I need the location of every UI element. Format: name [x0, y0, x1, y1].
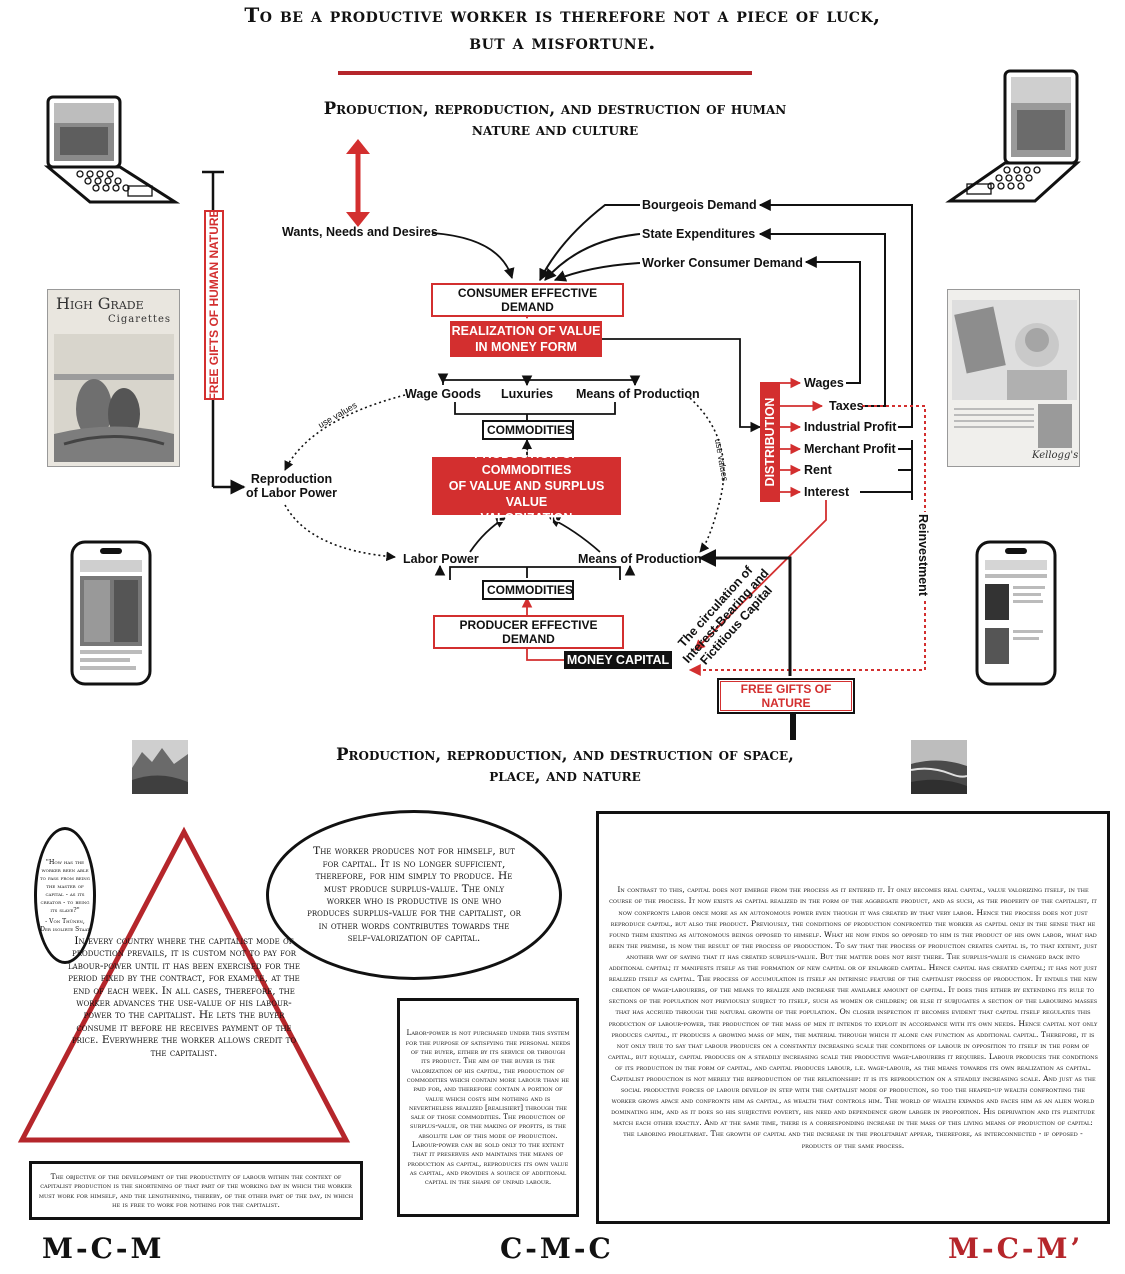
wages-label: Wages: [804, 376, 844, 390]
title-line-2: but a misfortune.: [469, 30, 656, 54]
commodities-bottom-box: COMMODITIES: [482, 580, 574, 600]
free-gifts-human-nature-label: FREE GIFTS OF HUMAN NATURE: [207, 209, 221, 401]
reproduction-line-1: Reproduction: [250, 472, 333, 486]
big-oval-quote: The worker produces not for himself, but…: [266, 810, 562, 980]
formula-mcm: M-C-M: [42, 1232, 165, 1265]
middle-quote-box: Labor-power is not purchased under this …: [397, 998, 579, 1217]
rent-label: Rent: [804, 463, 832, 477]
reinvestment-label: Reinvestment: [915, 512, 930, 598]
poster-illustration: [54, 334, 174, 462]
triangle-quote-text: In every country where the capitalist mo…: [68, 935, 300, 1059]
means-of-production-top-label: Means of Production: [576, 387, 700, 401]
wants-needs-label: Wants, Needs and Desires: [282, 225, 438, 239]
human-nature-double-arrow: [346, 139, 370, 227]
small-oval-quote-text: "How has the worker been able to pass fr…: [40, 857, 90, 914]
phone-right-image: [975, 540, 1057, 686]
distribution-label: DISTRIBUTION: [763, 397, 777, 487]
triangle-frame: [17, 826, 351, 1143]
money-capital-box: MONEY CAPITAL: [564, 651, 672, 669]
reproduction-line-2: of Labor Power: [246, 486, 337, 500]
means-of-production-bottom-label: Means of Production: [578, 552, 702, 566]
merchant-profit-label: Merchant Profit: [804, 442, 896, 456]
realization-line-2: IN MONEY FORM: [475, 340, 577, 354]
title-divider: [338, 71, 752, 75]
cigarettes-poster-image: High Grade Cigarettes: [47, 289, 180, 467]
bottom-subhead: Production, reproduction, and destructio…: [240, 744, 890, 786]
industrial-profit-label: Industrial Profit: [804, 420, 897, 434]
bottom-subhead-line-2: place, and nature: [489, 766, 641, 785]
poster-title: High Grade: [56, 294, 144, 313]
distribution-box: DISTRIBUTION: [760, 382, 780, 502]
page-title: To be a productive worker is therefore n…: [60, 2, 1065, 56]
ad-photo: [952, 300, 1077, 400]
producer-effective-demand-box: PRODUCER EFFECTIVE DEMAND: [433, 615, 624, 649]
commodities-top-box: COMMODITIES: [482, 420, 574, 440]
wage-goods-label: Wage Goods: [405, 387, 481, 401]
free-gifts-nature-label: FREE GIFTS OF NATURE: [720, 681, 852, 711]
laptop-right-image: [945, 69, 1081, 203]
title-line-1: To be a productive worker is therefore n…: [244, 3, 881, 27]
small-oval-attribution: - Von Thünen, Der isolirte Staat: [40, 917, 90, 933]
right-quote-text: In contrast to this, capital does not em…: [608, 885, 1098, 1150]
coast-landscape-image: [911, 740, 967, 794]
production-line-1: PRODUCTION OF COMMODITIES: [474, 447, 579, 477]
production-line-3: VALORIZATION: [480, 511, 573, 525]
bourgeois-demand-label: Bourgeois Demand: [642, 198, 757, 212]
realization-line-1: REALIZATION OF VALUE: [451, 324, 601, 338]
formula-cmc: C-M-C: [500, 1232, 614, 1265]
reproduction-labor-power-label: Reproduction of Labor Power: [246, 472, 337, 500]
kelloggs-ad-image: Kellogg's: [947, 289, 1080, 467]
bottom-subhead-line-1: Production, reproduction, and destructio…: [336, 745, 794, 764]
phone-left-image: [70, 540, 152, 686]
production-of-commodities-box: PRODUCTION OF COMMODITIES OF VALUE AND S…: [432, 447, 621, 525]
middle-quote-text: Labor-power is not purchased under this …: [405, 1028, 571, 1187]
consumer-effective-demand-box: CONSUMER EFFECTIVE DEMAND: [431, 283, 624, 317]
formula-mcm-prime: M-C-M’: [948, 1232, 1084, 1265]
interest-label: Interest: [804, 485, 850, 499]
top-subhead-line-2: nature and culture: [471, 120, 639, 139]
poster-subtitle: Cigarettes: [108, 314, 171, 325]
ad-brand: Kellogg's: [1032, 450, 1079, 461]
bottom-left-quote-text: The objective of the development of the …: [38, 1172, 354, 1209]
production-line-2: OF VALUE AND SURPLUS VALUE: [448, 479, 605, 509]
luxuries-label: Luxuries: [501, 387, 554, 401]
taxes-label: Taxes: [829, 399, 864, 413]
worker-consumer-demand-label: Worker Consumer Demand: [642, 256, 803, 270]
right-quote-box: In contrast to this, capital does not em…: [596, 811, 1110, 1224]
state-expenditures-label: State Expenditures: [642, 227, 756, 241]
realization-of-value-box: REALIZATION OF VALUE IN MONEY FORM: [450, 321, 602, 357]
free-gifts-human-nature-box: FREE GIFTS OF HUMAN NATURE: [204, 209, 224, 401]
valley-landscape-image: [132, 740, 188, 794]
free-gifts-nature-box: FREE GIFTS OF NATURE: [717, 678, 855, 714]
big-oval-quote-text: The worker produces not for himself, but…: [307, 845, 521, 945]
laptop-left-image: [43, 95, 180, 204]
bottom-left-quote-box: The objective of the development of the …: [29, 1161, 363, 1220]
top-subhead-line-1: Production, reproduction, and destructio…: [323, 99, 787, 118]
top-subhead: Production, reproduction, and destructio…: [240, 98, 870, 140]
small-oval-quote: "How has the worker been able to pass fr…: [34, 827, 96, 964]
flow-arrows: [202, 139, 926, 740]
labor-power-label: Labor Power: [403, 552, 479, 566]
